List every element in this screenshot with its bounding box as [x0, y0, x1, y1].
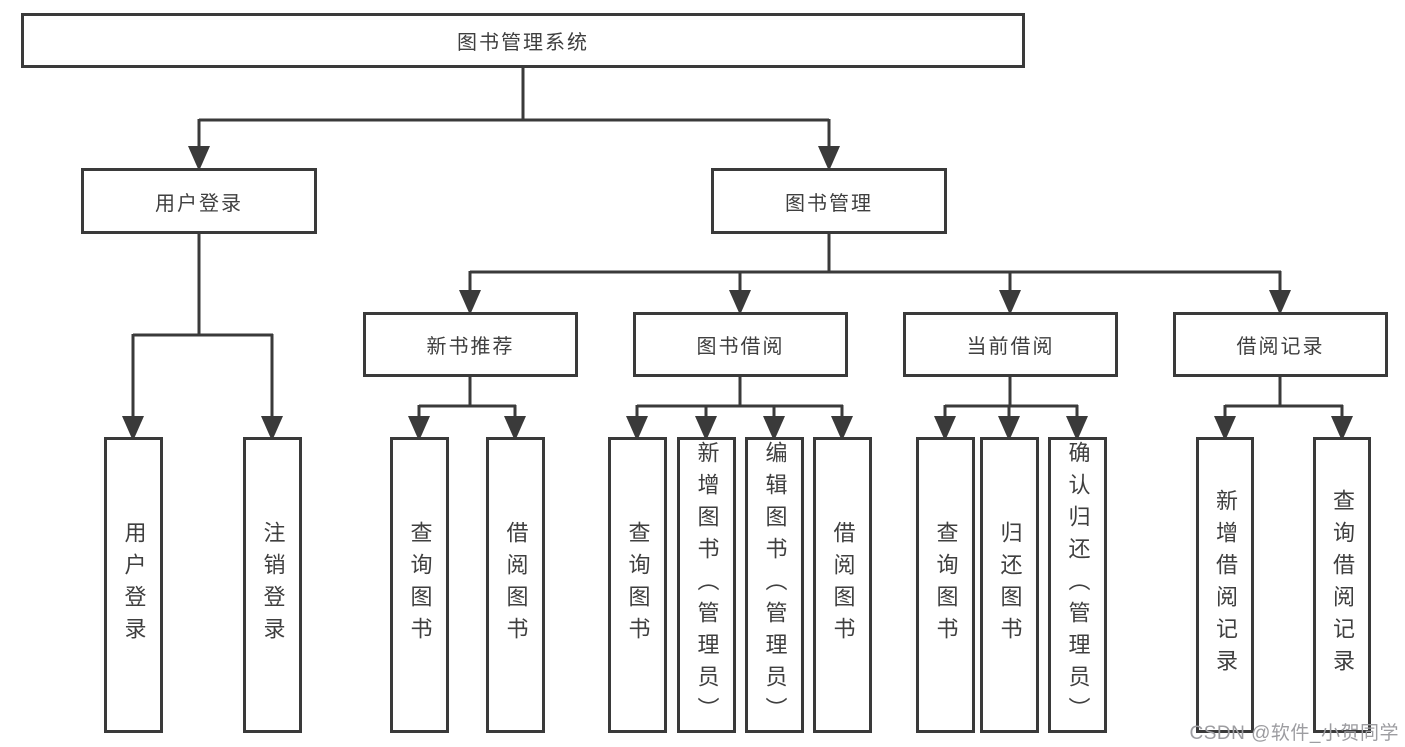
leaf-add-borrow-record: 新增借阅记录 [1196, 437, 1254, 733]
node-library-management-system: 图书管理系统 [21, 13, 1025, 68]
arrow-down-icon [626, 416, 648, 441]
node-new-book-recommend: 新书推荐 [363, 312, 578, 377]
leaf-label: 新增图书（管理员） [694, 441, 720, 729]
csdn-watermark: CSDN @软件_小贺同学 [1189, 723, 1399, 744]
leaf-label: 新增借阅记录 [1213, 489, 1238, 681]
arrow-down-icon [1066, 416, 1088, 441]
arrow-down-icon [459, 290, 481, 315]
node-current-borrow: 当前借阅 [903, 312, 1118, 377]
arrow-down-icon [999, 290, 1021, 315]
arrow-down-icon [122, 416, 144, 441]
arrow-down-icon [1331, 416, 1353, 441]
arrow-down-icon [695, 416, 717, 441]
leaf-label: 注销登录 [260, 521, 286, 649]
leaf-query-borrow-record: 查询借阅记录 [1313, 437, 1371, 733]
arrow-down-icon [408, 416, 430, 441]
arrow-down-icon [188, 146, 210, 171]
leaf-label: 查询图书 [625, 521, 651, 649]
arrow-down-icon [831, 416, 853, 441]
leaf-query-books-borrow: 查询图书 [608, 437, 667, 733]
leaf-return-books: 归还图书 [980, 437, 1039, 733]
arrow-down-icon [763, 416, 785, 441]
leaf-edit-book-admin: 编辑图书（管理员） [745, 437, 804, 733]
node-book-borrow: 图书借阅 [633, 312, 848, 377]
arrow-down-icon [1269, 290, 1291, 315]
leaf-label: 查询图书 [933, 521, 959, 649]
leaf-label: 编辑图书（管理员） [762, 441, 788, 729]
leaf-query-books-recommend: 查询图书 [390, 437, 449, 733]
arrow-down-icon [934, 416, 956, 441]
arrowheads [122, 146, 1353, 441]
leaf-label: 确认归还（管理员） [1065, 441, 1091, 729]
leaf-logout: 注销登录 [243, 437, 302, 733]
arrow-down-icon [729, 290, 751, 315]
leaf-add-book-admin: 新增图书（管理员） [677, 437, 736, 733]
leaf-borrow-books-recommend: 借阅图书 [486, 437, 545, 733]
leaf-label: 用户登录 [121, 521, 147, 649]
leaf-label: 归还图书 [997, 521, 1023, 649]
leaf-label: 借阅图书 [830, 521, 856, 649]
leaf-confirm-return-admin: 确认归还（管理员） [1048, 437, 1107, 733]
node-borrow-records: 借阅记录 [1173, 312, 1388, 377]
leaf-label: 查询借阅记录 [1330, 489, 1355, 681]
arrow-down-icon [261, 416, 283, 441]
arrow-down-icon [504, 416, 526, 441]
leaf-query-books-current: 查询图书 [916, 437, 975, 733]
node-user-login: 用户登录 [81, 168, 317, 234]
leaf-user-login: 用户登录 [104, 437, 163, 733]
leaf-borrow-books: 借阅图书 [813, 437, 872, 733]
arrow-down-icon [1214, 416, 1236, 441]
leaf-label: 借阅图书 [503, 521, 529, 649]
node-book-management: 图书管理 [711, 168, 947, 234]
arrow-down-icon [818, 146, 840, 171]
leaf-label: 查询图书 [407, 521, 433, 649]
arrow-down-icon [998, 416, 1020, 441]
